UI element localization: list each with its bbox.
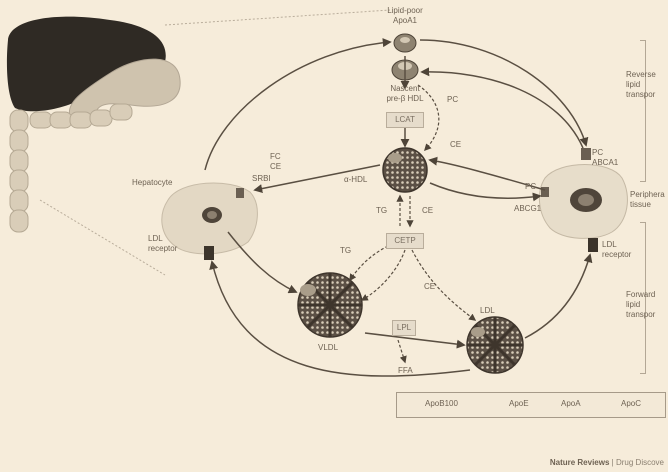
- journal-credit: Nature Reviews | Drug Discove: [550, 458, 664, 467]
- journal-section: | Drug Discove: [612, 458, 664, 467]
- ce-mid-label: CE: [422, 206, 433, 216]
- peripheral-tissue-label: Periphera tissue: [630, 190, 665, 210]
- reverse-transport-label: Reverse lipid transpor: [626, 70, 656, 100]
- ldl-receptor-left-shape: [204, 246, 214, 260]
- zoom-guide-top: [165, 10, 390, 25]
- legend-apoe: ApoE: [509, 398, 529, 410]
- pc-abca1-label: PC: [592, 148, 603, 158]
- pc-abcg1-label: PC: [525, 182, 536, 192]
- ldl-receptor-right-label: LDL receptor: [602, 240, 631, 260]
- legend-apoc: ApoC: [621, 398, 641, 410]
- abca1-transporter: [581, 148, 591, 160]
- legend-apob100: ApoB100: [425, 398, 458, 410]
- pc-top-label: PC: [447, 95, 458, 105]
- ffa-label: FFA: [398, 366, 413, 376]
- alpha-hdl-particle: [383, 148, 427, 192]
- ce-lower-label: CE: [424, 282, 435, 292]
- peripheral-cell: [539, 165, 627, 239]
- vldl-label: VLDL: [318, 343, 338, 353]
- zoom-guide-bottom: [40, 200, 165, 275]
- ldl-label: LDL: [480, 306, 495, 316]
- lipid-poor-apoa1-label: Lipid-poor ApoA1: [380, 6, 430, 26]
- legend-box: ApoB100 ApoE ApoA ApoC: [396, 392, 666, 418]
- ldl-particle: [467, 317, 523, 373]
- abcg1-label: ABCG1: [514, 204, 541, 214]
- abca1-label: ABCA1: [592, 158, 618, 168]
- journal-name: Nature Reviews: [550, 458, 610, 467]
- forward-transport-label: Forward lipid transpor: [626, 290, 655, 320]
- alpha-hdl-label: α-HDL: [344, 175, 367, 185]
- lipid-poor-apoa1-particle: [394, 34, 416, 52]
- lpl-box: LPL: [392, 320, 416, 336]
- cetp-box: CETP: [386, 233, 424, 249]
- legend-apoa: ApoA: [561, 398, 581, 410]
- ce-left-label: CE: [270, 162, 281, 172]
- sr-b1-label: SRBI: [252, 174, 271, 184]
- fc-left-label: FC: [270, 152, 281, 162]
- intestine-illustration: [10, 104, 132, 232]
- sr-b1-shape: [236, 188, 244, 198]
- tg-mid-label: TG: [376, 206, 387, 216]
- lcat-enzyme-box: LCAT: [386, 112, 424, 128]
- ce-top-label: CE: [450, 140, 461, 150]
- reverse-transport-bracket: [640, 40, 646, 182]
- hepatocyte-label: Hepatocyte: [132, 178, 172, 188]
- tg-lower-label: TG: [340, 246, 351, 256]
- ldl-receptor-right-shape: [588, 238, 598, 252]
- nascent-hdl-label: Nascent pre-β HDL: [372, 84, 438, 104]
- vldl-particle: [298, 273, 362, 337]
- ldl-receptor-left-label: LDL receptor: [148, 234, 177, 254]
